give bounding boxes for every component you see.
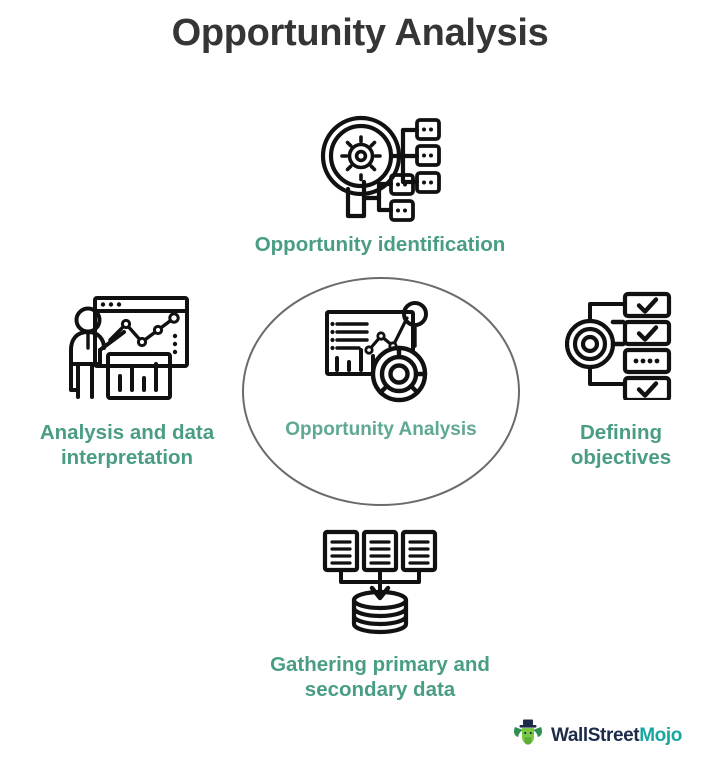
logo-wordmark: WallStreetMojo	[551, 725, 682, 747]
node-analysis-and-data-interpretation[interactable]: Analysis and data interpretation	[8, 292, 246, 470]
node-label-analysis-and-data-interpretation: Analysis and data interpretation	[8, 420, 246, 470]
node-label-line-1: Defining	[580, 421, 662, 444]
logo-text-mojo: Mojo	[639, 724, 682, 746]
node-label-line-1: Gathering primary and	[270, 653, 490, 676]
node-label-gathering-primary-and-secondary-data: Gathering primary and secondary data	[240, 652, 520, 702]
node-label-line-2: secondary data	[304, 678, 456, 701]
bull-with-tophat-icon	[512, 718, 544, 753]
node-label-center-opportunity-analysis: Opportunity Analysis	[285, 419, 477, 440]
node-center-opportunity-analysis[interactable]: Opportunity Analysis	[248, 300, 514, 441]
dashboard-chart-donut-icon	[248, 300, 514, 406]
node-label-line-1: Analysis and data	[39, 421, 215, 444]
node-label-line-2: objectives	[570, 446, 672, 469]
center-ellipse-outline	[242, 277, 520, 506]
node-opportunity-identification[interactable]: Opportunity identification	[185, 112, 575, 257]
node-label-line-2: interpretation	[60, 446, 194, 469]
node-label-opportunity-identification: Opportunity identification	[254, 233, 506, 256]
node-label-defining-objectives: Defining objectives	[530, 420, 712, 470]
magnifier-gear-nodes-icon	[185, 112, 575, 222]
target-checklist-icon	[530, 288, 712, 400]
logo-text-wallstreet: WallStreet	[551, 724, 640, 746]
node-gathering-primary-and-secondary-data[interactable]: Gathering primary and secondary data	[240, 528, 520, 702]
presenter-charts-icon	[8, 292, 246, 402]
page-title: Opportunity Analysis	[171, 12, 549, 54]
node-defining-objectives[interactable]: Defining objectives	[530, 288, 712, 470]
wallstreetmojo-logo[interactable]: WallStreetMojo	[512, 718, 682, 753]
documents-to-database-icon	[240, 528, 520, 636]
